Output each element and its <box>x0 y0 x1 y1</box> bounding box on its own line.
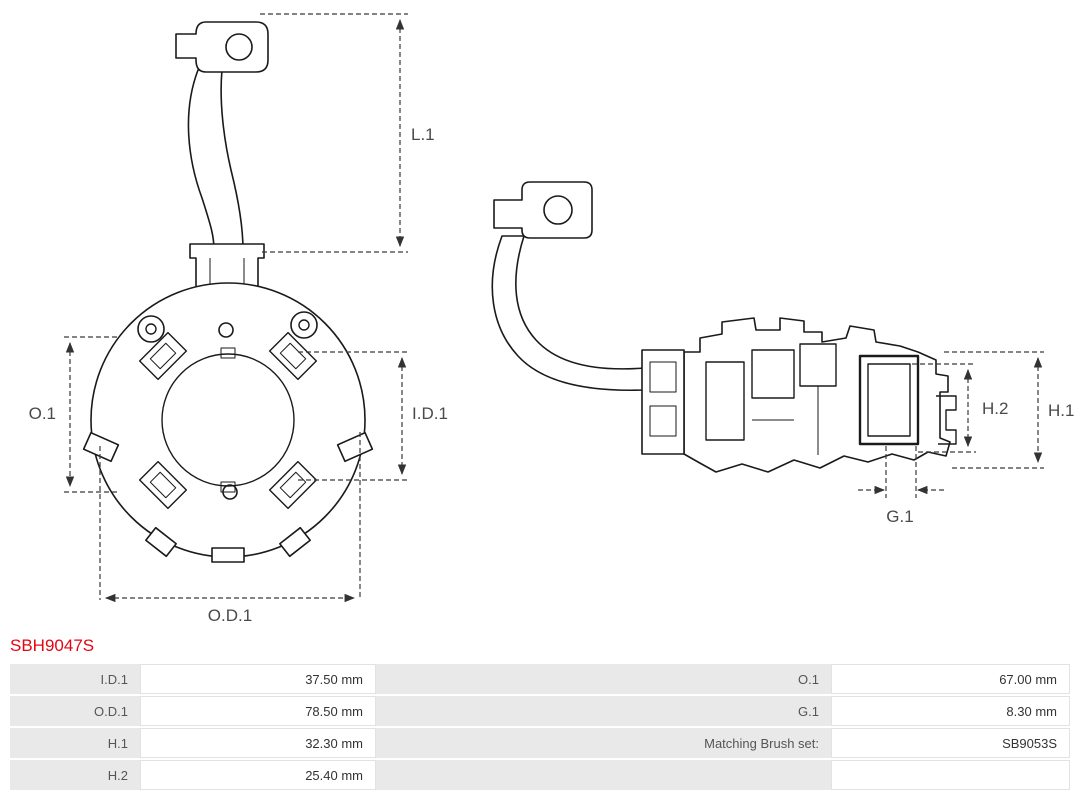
side-view-dimensions: H.2 H.1 G.1 <box>858 351 1074 526</box>
spec-label: O.D.1 <box>10 696 140 726</box>
spec-label: I.D.1 <box>10 664 140 694</box>
front-view-dimensions: L.1 O.1 I.D.1 O.D.1 <box>29 13 448 625</box>
spec-value: 67.00 mm <box>831 664 1070 694</box>
spec-value <box>831 760 1070 790</box>
spec-row: O.D.1 78.50 mm G.1 8.30 mm <box>10 696 1070 726</box>
dimension-label-id1: I.D.1 <box>412 404 448 423</box>
side-view-drawing <box>491 181 957 473</box>
spec-label: O.1 <box>376 664 831 694</box>
part-number: SBH9047S <box>10 636 95 655</box>
front-view-drawing <box>82 21 374 563</box>
dimension-label-g1: G.1 <box>886 507 913 526</box>
spec-label <box>376 760 831 790</box>
spec-value: 78.50 mm <box>140 696 376 726</box>
spec-label: G.1 <box>376 696 831 726</box>
dimension-label-l1: L.1 <box>411 125 435 144</box>
technical-diagram: L.1 O.1 I.D.1 O.D.1 <box>29 13 1074 625</box>
spec-value: 32.30 mm <box>140 728 376 758</box>
spec-label: Matching Brush set: <box>376 728 831 758</box>
spec-label: H.1 <box>10 728 140 758</box>
spec-value: 37.50 mm <box>140 664 376 694</box>
spec-value: SB9053S <box>831 728 1070 758</box>
spec-row: H.1 32.30 mm Matching Brush set: SB9053S <box>10 728 1070 758</box>
dimension-label-od1: O.D.1 <box>208 606 252 625</box>
dimension-label-o1: O.1 <box>29 404 56 423</box>
screw-boss <box>290 311 318 339</box>
spec-row: H.2 25.40 mm <box>10 760 1070 790</box>
tab-hole <box>543 195 573 225</box>
dimension-label-h2: H.2 <box>982 399 1008 418</box>
spec-table: I.D.1 37.50 mm O.1 67.00 mm O.D.1 78.50 … <box>10 664 1070 790</box>
spec-label: H.2 <box>10 760 140 790</box>
spec-value: 8.30 mm <box>831 696 1070 726</box>
screw-boss <box>137 315 165 343</box>
spec-row: I.D.1 37.50 mm O.1 67.00 mm <box>10 664 1070 694</box>
spec-value: 25.40 mm <box>140 760 376 790</box>
dimension-label-h1: H.1 <box>1048 401 1074 420</box>
tab-hole <box>225 33 253 61</box>
brush-holder-diagram: L.1 O.1 I.D.1 O.D.1 <box>29 13 1074 625</box>
